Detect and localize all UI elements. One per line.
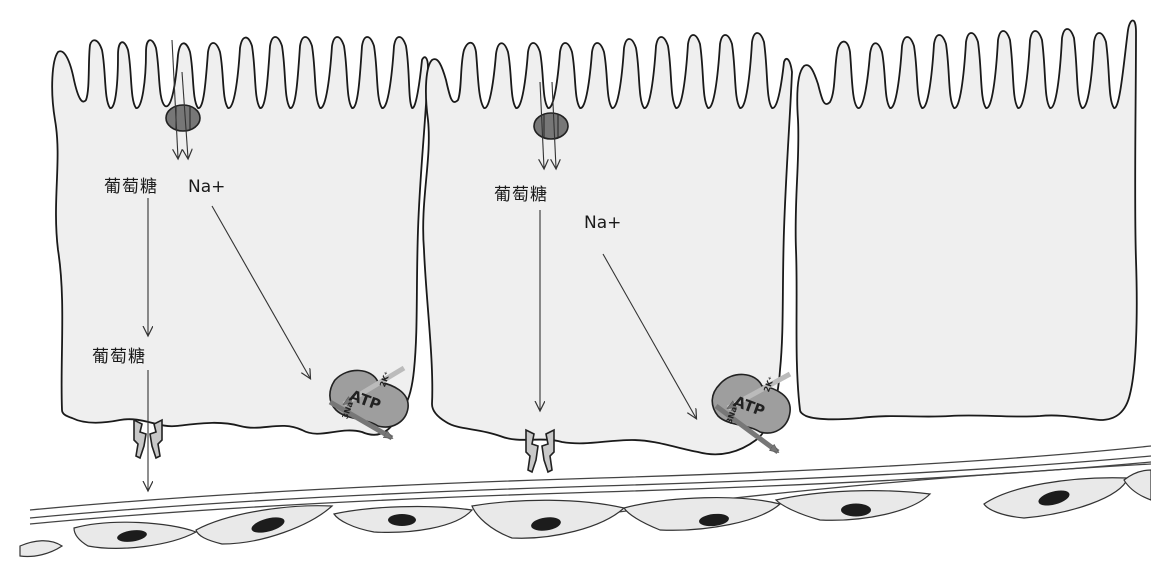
endothelial-cells xyxy=(20,470,1151,557)
glucose-label-2: 葡萄糖 xyxy=(494,185,548,205)
glucose-label-bottom: 葡萄糖 xyxy=(92,347,146,367)
glucose-label-top: 葡萄糖 xyxy=(104,177,158,197)
sodium-label: Na+ xyxy=(188,177,225,197)
epithelial-cell-1: 葡萄糖 Na+ 葡萄糖 ATP 3Na⁺ 2K⁺ xyxy=(52,37,428,490)
epithelial-cell-3 xyxy=(796,21,1137,421)
sglt-transporter xyxy=(166,105,200,131)
epithelial-cell-2: 葡萄糖 Na+ ATP 3Na⁺ 2K⁺ xyxy=(423,33,792,472)
sodium-label-2: Na+ xyxy=(584,213,621,233)
sglt-transporter-2 xyxy=(534,113,568,139)
